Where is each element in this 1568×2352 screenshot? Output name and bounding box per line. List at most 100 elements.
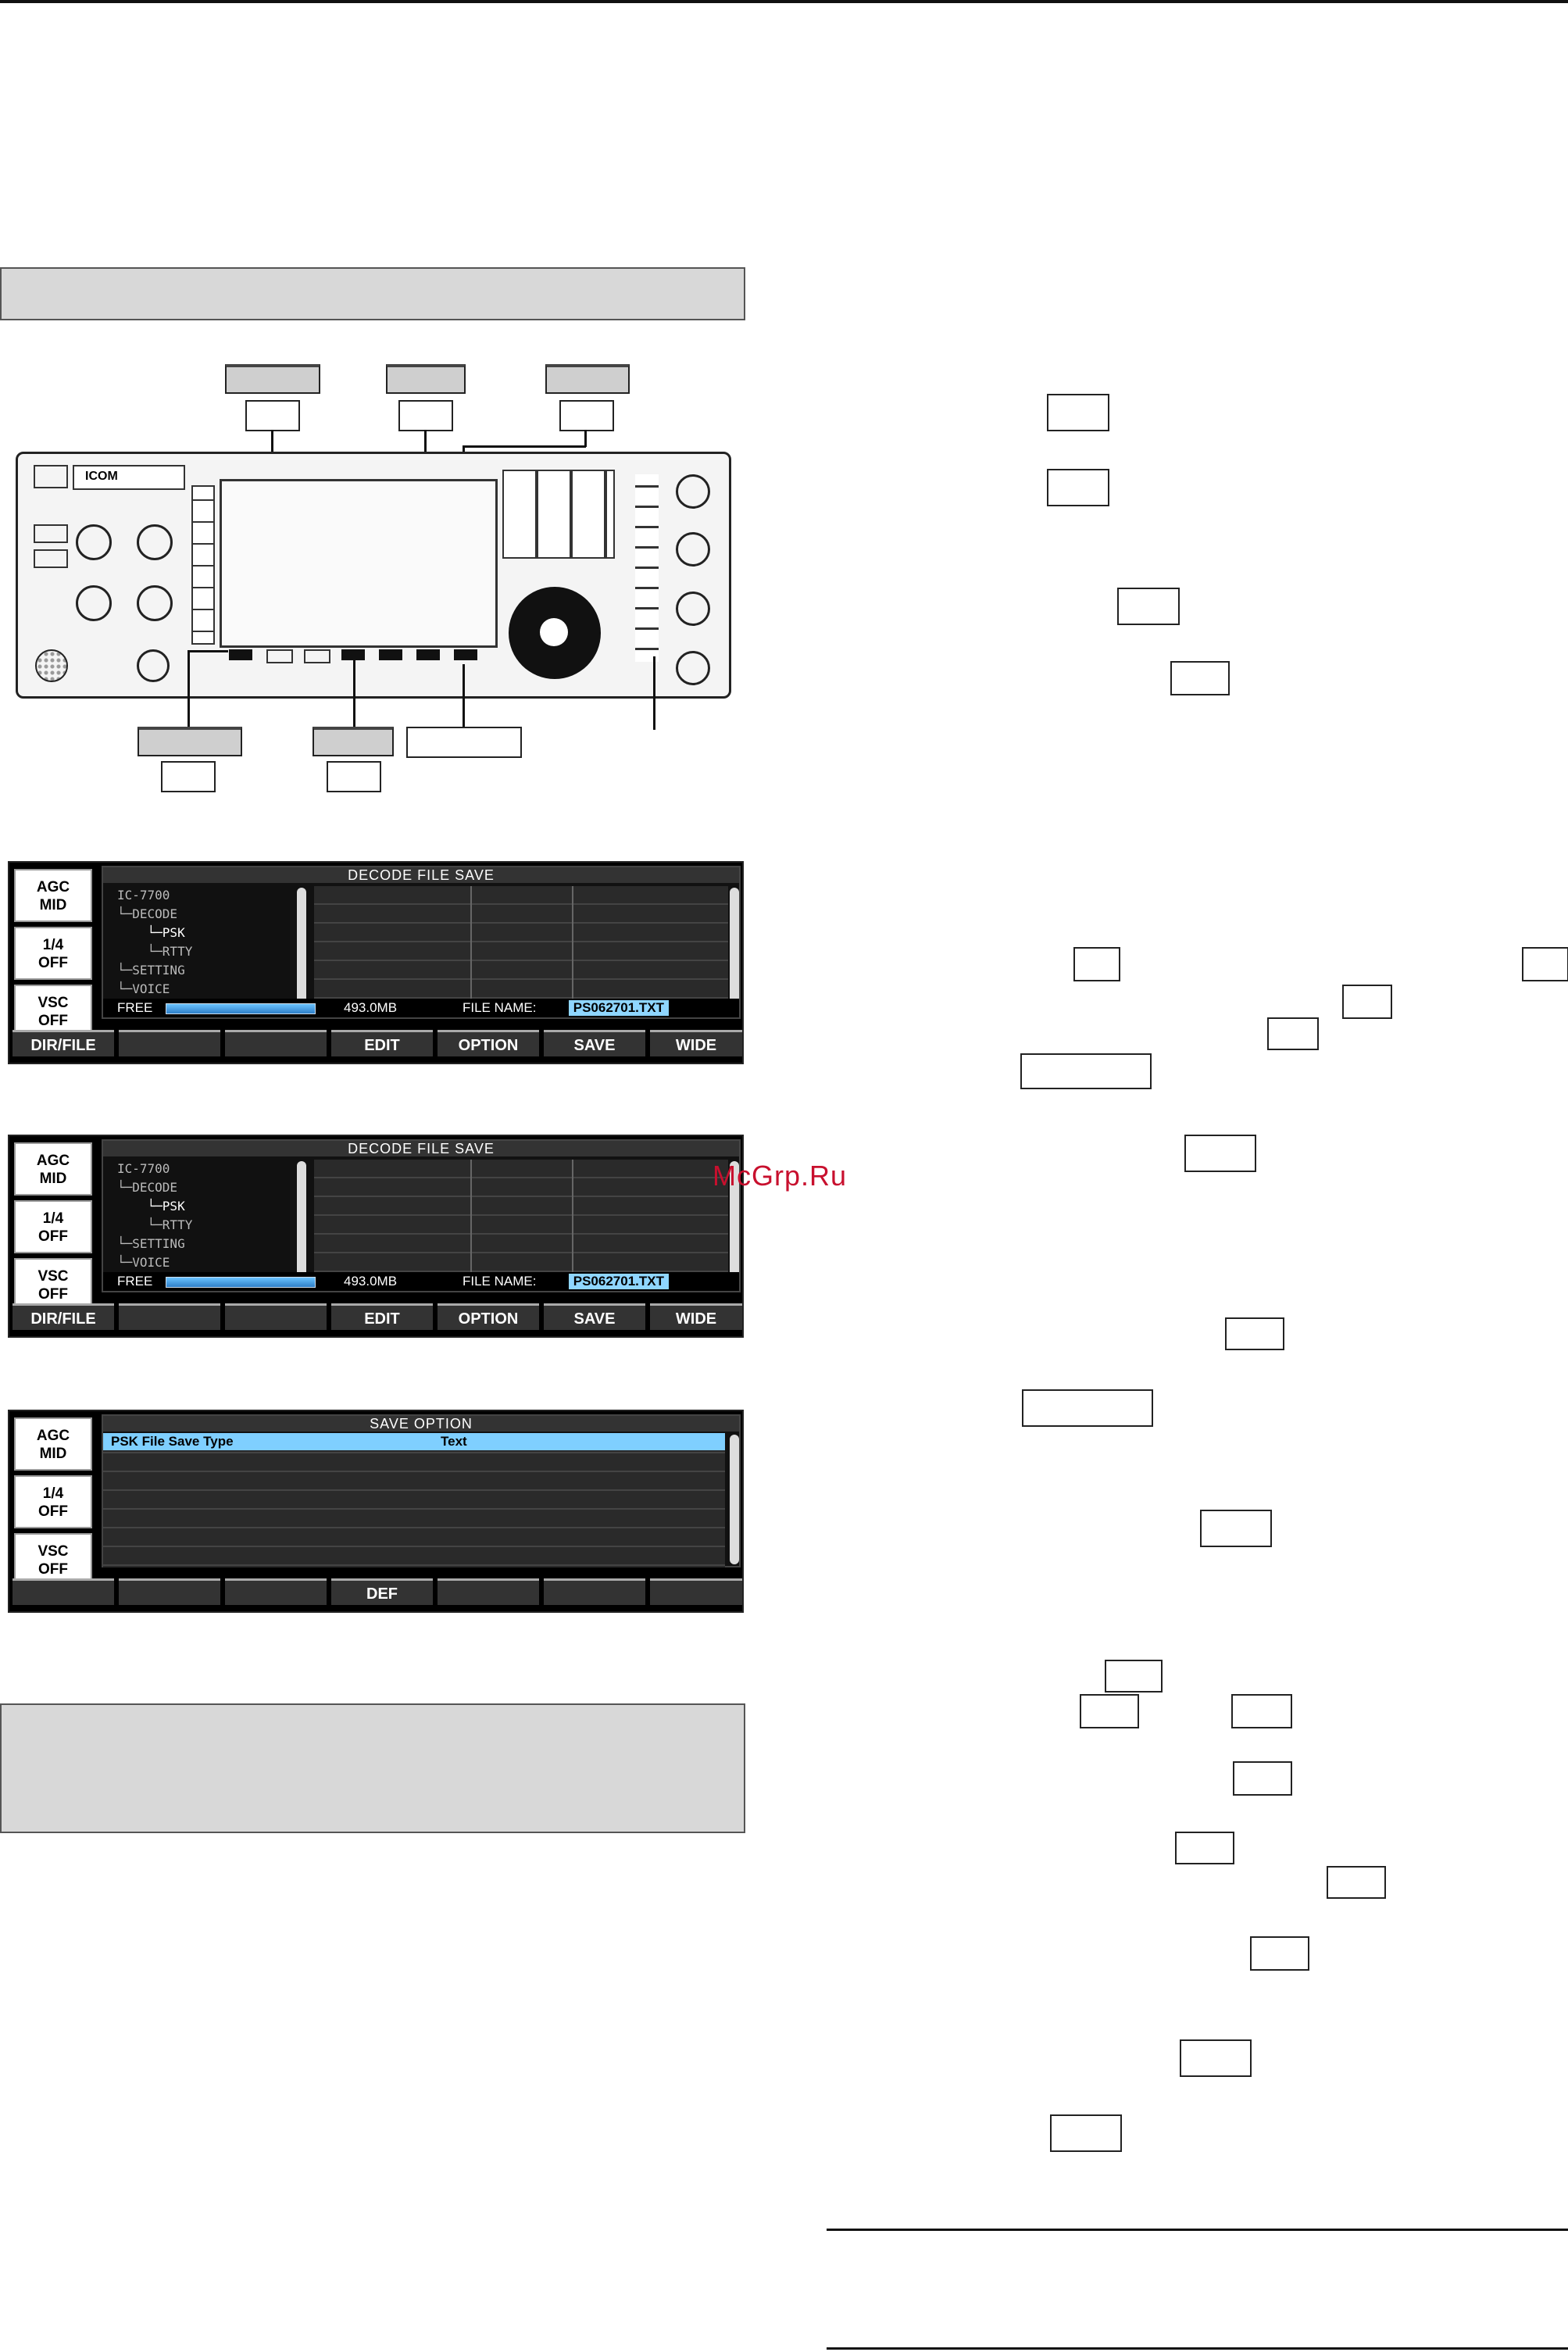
key-box [1184, 1135, 1256, 1172]
tree-item[interactable]: └─PSK [117, 1199, 185, 1214]
dir-file-key[interactable]: DIR/FILE [13, 1303, 114, 1330]
key-box [1073, 947, 1120, 981]
option-key[interactable]: OPTION [438, 1303, 539, 1330]
tree-item[interactable]: └─DECODE [117, 1180, 178, 1195]
key-box [1180, 2039, 1252, 2077]
file-name-label: FILE NAME: [463, 1000, 537, 1015]
file-list-scrollbar[interactable] [730, 1161, 739, 1278]
f3-key[interactable] [225, 1303, 327, 1330]
file-panel: DECODE FILE SAVE IC-7700 └─DECODE └─PSK … [102, 1139, 741, 1292]
tree-item[interactable]: IC-7700 [117, 1161, 170, 1176]
f1-key[interactable] [13, 1578, 114, 1605]
knob [137, 585, 173, 621]
knob [676, 474, 710, 509]
file-name-value[interactable]: PS062701.TXT [568, 1000, 669, 1016]
key-box [1105, 1660, 1163, 1693]
function-keys: DEF [13, 1578, 745, 1605]
panel-button [34, 465, 68, 488]
option-key[interactable]: OPTION [438, 1030, 539, 1056]
edit-key[interactable]: EDIT [331, 1303, 433, 1330]
status-bar: FREE 493.0MB FILE NAME: PS062701.TXT [103, 999, 739, 1017]
callout-top-3-key [559, 400, 614, 431]
watermark: McGrp.Ru [713, 1160, 848, 1192]
wide-key[interactable]: WIDE [650, 1303, 742, 1330]
tree-scrollbar[interactable] [297, 888, 306, 1005]
panel-button [34, 524, 68, 543]
key-box [1200, 1510, 1272, 1547]
key-box [1225, 1317, 1284, 1350]
callout-bottom-1 [138, 727, 242, 756]
knob [676, 532, 710, 567]
wide-key[interactable]: WIDE [650, 1030, 742, 1056]
divider [827, 2347, 1568, 2350]
key-box [1175, 1832, 1234, 1864]
folder-tree: IC-7700 └─DECODE └─PSK └─RTTY └─SETTING … [117, 886, 192, 999]
save-key[interactable]: SAVE [544, 1030, 645, 1056]
key-box-wide [1022, 1389, 1153, 1427]
f3-key[interactable] [225, 1030, 327, 1056]
function-key-row [229, 649, 495, 663]
free-size: 493.0MB [344, 1000, 398, 1015]
tree-item[interactable]: └─VOICE [117, 981, 170, 996]
tree-item[interactable]: └─RTTY [117, 944, 193, 959]
tree-item[interactable]: └─PSK [117, 925, 185, 940]
keypad [502, 470, 615, 559]
tree-item[interactable]: └─VOICE [117, 1255, 170, 1270]
f2-key[interactable] [119, 1578, 220, 1605]
key-box [1117, 588, 1180, 625]
option-label: PSK File Save Type [111, 1434, 234, 1449]
option-list [103, 1435, 725, 1567]
key-box [1267, 1017, 1319, 1050]
screen-title: DECODE FILE SAVE [103, 1141, 739, 1156]
file-name-value[interactable]: PS062701.TXT [568, 1274, 669, 1289]
save-key[interactable]: SAVE [544, 1303, 645, 1330]
file-list-scrollbar[interactable] [730, 888, 739, 1005]
f7-key[interactable] [650, 1578, 742, 1605]
free-space-bar [166, 1277, 316, 1288]
tree-item[interactable]: └─RTTY [117, 1217, 193, 1232]
file-panel: DECODE FILE SAVE IC-7700 └─DECODE └─PSK … [102, 866, 741, 1019]
tree-item[interactable]: └─SETTING [117, 1236, 185, 1251]
knob [676, 651, 710, 685]
key-box [1170, 661, 1230, 695]
radio-display [220, 479, 498, 648]
callout-top-1 [225, 364, 320, 394]
status-bar: FREE 493.0MB FILE NAME: PS062701.TXT [103, 1272, 739, 1291]
f2-key[interactable] [119, 1303, 220, 1330]
edit-key[interactable]: EDIT [331, 1030, 433, 1056]
key-box [1342, 985, 1392, 1019]
dir-file-key[interactable]: DIR/FILE [13, 1030, 114, 1056]
panel-button [34, 549, 68, 568]
f5-key[interactable] [438, 1578, 539, 1605]
tree-item[interactable]: └─SETTING [117, 963, 185, 978]
key-box [1231, 1694, 1292, 1728]
knob [137, 524, 173, 560]
tree-item[interactable]: IC-7700 [117, 888, 170, 903]
connector-line [463, 664, 465, 733]
callout-top-1-key [245, 400, 300, 431]
tree-item[interactable]: └─DECODE [117, 906, 178, 921]
option-value: Text [441, 1434, 467, 1449]
callout-top-2-key [398, 400, 453, 431]
knob [137, 649, 170, 682]
option-scrollbar[interactable] [730, 1435, 739, 1564]
file-list [314, 1160, 728, 1281]
knob [76, 524, 112, 560]
connector-line [584, 430, 587, 447]
f2-key[interactable] [119, 1030, 220, 1056]
key-box [1327, 1866, 1386, 1899]
def-key[interactable]: DEF [331, 1578, 433, 1605]
f3-key[interactable] [225, 1578, 327, 1605]
option-row-psk-save-type[interactable]: PSK File Save Type Text [103, 1433, 725, 1450]
tree-scrollbar[interactable] [297, 1161, 306, 1278]
f6-key[interactable] [544, 1578, 645, 1605]
